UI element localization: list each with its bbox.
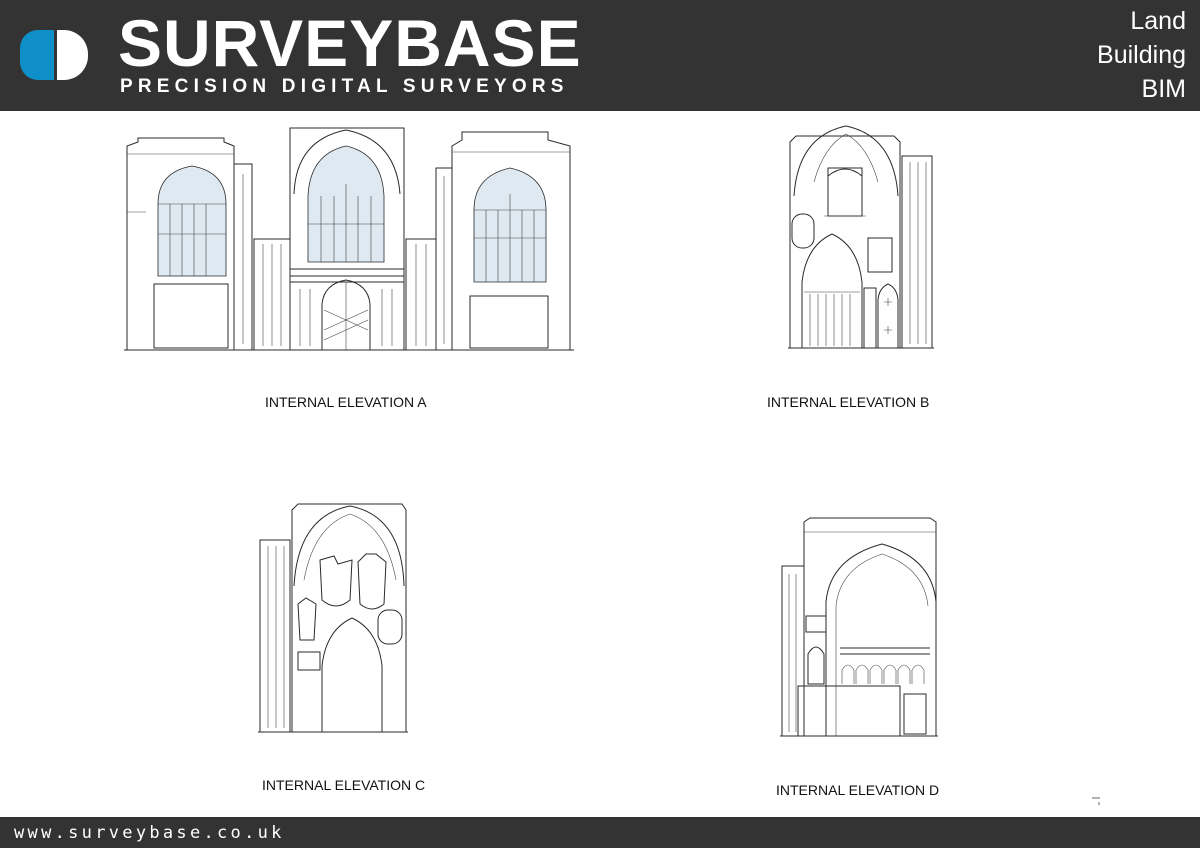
elevation-d-caption: INTERNAL ELEVATION D <box>776 782 940 798</box>
brand-name: SURVEYBASE <box>118 6 582 80</box>
brand-tagline: PRECISION DIGITAL SURVEYORS <box>120 76 569 97</box>
services-list: Land Building BIM <box>1097 4 1186 106</box>
footer-bar: www.surveybase.co.uk <box>0 817 1200 848</box>
service-bim: BIM <box>1141 75 1186 103</box>
surveybase-logo-icon <box>20 30 88 80</box>
elevation-d-drawing <box>780 514 940 744</box>
elevation-b-caption: INTERNAL ELEVATION B <box>767 394 930 410</box>
elevation-b-drawing <box>784 122 936 352</box>
service-building: Building <box>1097 41 1186 69</box>
website-link[interactable]: www.surveybase.co.uk <box>14 823 285 843</box>
elevation-c-drawing <box>258 500 410 736</box>
service-land: Land <box>1130 7 1186 35</box>
drawing-tick-mark <box>1092 796 1102 808</box>
elevation-c-caption: INTERNAL ELEVATION C <box>262 777 426 793</box>
elevation-a-drawing <box>124 124 574 354</box>
elevation-a-caption: INTERNAL ELEVATION A <box>265 394 427 410</box>
header-bar: SURVEYBASE PRECISION DIGITAL SURVEYORS L… <box>0 0 1200 111</box>
